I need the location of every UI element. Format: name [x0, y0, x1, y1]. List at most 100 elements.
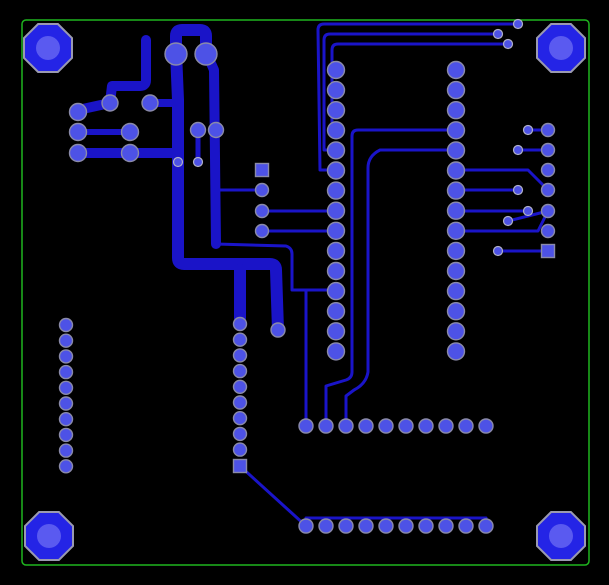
via: [492, 245, 504, 257]
mcu-left-pin: [326, 80, 346, 100]
bottom-header-pin: [318, 418, 334, 434]
signal: [324, 128, 458, 428]
mcu-right-pin: [446, 181, 466, 200]
signal: [238, 464, 308, 528]
bottom-header-pin: [338, 418, 354, 434]
mcu-right-pin: [446, 100, 466, 120]
via: [502, 215, 514, 227]
bottom-header-pin: [478, 518, 494, 534]
via: [522, 124, 534, 136]
mounting-hole-bottom-left: [24, 511, 74, 561]
mcu-left-pin: [326, 100, 346, 120]
mcu-right-pin: [446, 261, 466, 281]
mcu-left-pin: [326, 322, 346, 341]
connector-pin: [254, 182, 270, 198]
pad: [68, 143, 88, 163]
center-header-pin: [232, 363, 248, 379]
center-header-pin: [232, 332, 248, 347]
mounting-hole-bottom-right: [536, 511, 586, 561]
mcu-left-pin: [326, 241, 346, 261]
pads: [23, 18, 586, 561]
center-header-pin-1: [232, 458, 248, 474]
left-header-pin: [58, 333, 74, 348]
right-connector-pin: [540, 162, 556, 178]
right-connector-pin: [540, 203, 556, 219]
pad: [120, 122, 140, 142]
via: [172, 156, 184, 168]
mcu-left-pin: [326, 261, 346, 281]
via: [512, 144, 524, 156]
mcu-right-pin: [446, 281, 466, 301]
right-connector-pin-1: [540, 243, 556, 259]
left-header-pin: [58, 396, 74, 411]
mcu-right-pin: [446, 80, 466, 100]
signal: [454, 209, 550, 233]
bottom-header-pin: [398, 518, 414, 534]
signal: [304, 288, 318, 428]
mcu-right-pin: [446, 221, 466, 241]
right-connector-pin: [540, 142, 556, 158]
mcu-right-pin: [446, 161, 466, 180]
bottom-header-pin: [318, 518, 334, 534]
mcu-left-pin: [326, 281, 346, 301]
center-header-pin: [232, 442, 248, 457]
via: [502, 38, 514, 50]
bottom-header-pin: [378, 518, 394, 534]
mcu-right-pin: [446, 121, 466, 140]
left-header-pin: [58, 459, 74, 474]
center-header-pin: [232, 411, 248, 426]
via: [512, 184, 524, 196]
via: [512, 18, 524, 30]
power-pad: [194, 42, 218, 66]
power-trace-vertical: [170, 46, 284, 336]
center-header-pin: [232, 379, 248, 394]
pad: [68, 122, 88, 142]
signal: [322, 32, 500, 152]
pad: [101, 94, 119, 112]
pad: [270, 322, 286, 338]
mcu-right-pin: [446, 241, 466, 261]
power-pad: [164, 42, 188, 66]
board-outline: [21, 19, 590, 566]
bottom-header-pin: [438, 418, 454, 434]
bottom-header-pin: [298, 518, 314, 534]
mcu-left-pin: [326, 302, 346, 321]
bottom-header-pin: [438, 518, 454, 534]
signal: [330, 42, 510, 132]
left-header-pin: [58, 380, 74, 395]
right-connector-pin: [540, 122, 556, 138]
bottom-header-pin: [478, 418, 494, 434]
power-trace-top: [170, 24, 212, 58]
pad: [207, 121, 225, 139]
pad: [120, 143, 140, 163]
signal: [316, 22, 520, 172]
connector-pin: [254, 203, 270, 219]
right-connector-pin: [540, 182, 556, 198]
right-connector-pin: [540, 223, 556, 239]
center-header-pin: [232, 348, 248, 363]
mcu-right-pin: [446, 201, 466, 220]
bottom-header-pin: [298, 418, 314, 434]
bottom-header-pin: [338, 518, 354, 534]
left-header-pin: [58, 317, 74, 333]
mcu-left-pin: [326, 60, 346, 80]
left-header-pin: [58, 443, 74, 458]
pad: [189, 121, 207, 139]
via: [522, 205, 534, 217]
connector-pin-1: [254, 162, 270, 178]
mcu-left-pin: [326, 181, 346, 200]
bottom-header-pin: [378, 418, 394, 434]
mounting-hole-top-right: [536, 23, 586, 73]
left-header-pin: [58, 364, 74, 380]
via: [492, 28, 504, 40]
signal: [214, 242, 338, 292]
mounting-hole-top-left: [23, 23, 73, 73]
pad: [68, 102, 88, 122]
bottom-header-pin: [418, 418, 434, 434]
mcu-right-pin: [446, 60, 466, 80]
power-trace-left-upper: [73, 35, 151, 115]
signal: [454, 168, 550, 192]
via: [192, 156, 204, 168]
center-header-pin: [232, 316, 248, 332]
bottom-header-pin: [358, 418, 374, 434]
